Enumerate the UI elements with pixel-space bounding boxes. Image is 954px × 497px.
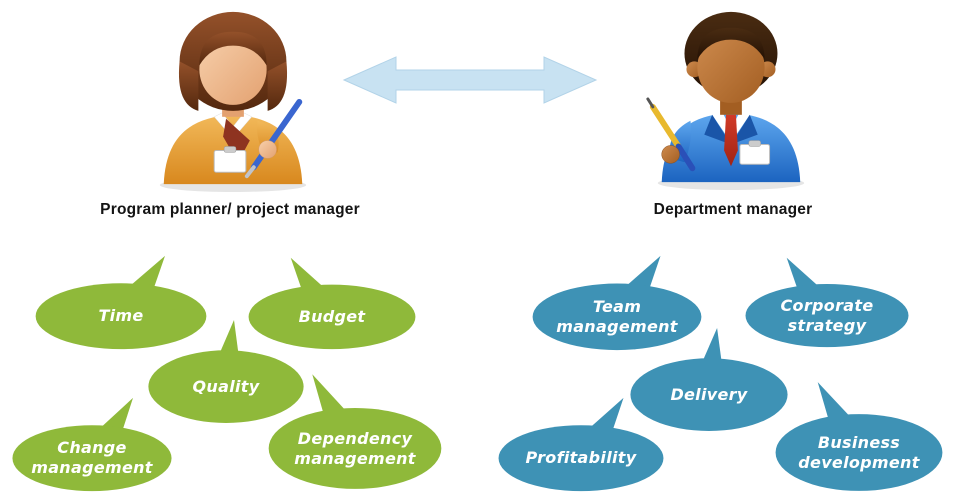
bubble-dependency-management-label: Dependency management (294, 428, 416, 468)
bubble-business-development-label: Business development (798, 432, 920, 472)
male-person-icon (646, 11, 805, 190)
program-manager-label: Program planner/ project manager (100, 201, 360, 218)
department-manager-figure (634, 4, 824, 190)
bubble-team-management-label: Team management (556, 297, 678, 337)
bubble-dependency-management: Dependency management (266, 372, 444, 490)
bubble-quality-label: Quality (192, 376, 260, 396)
bubble-profitability-label: Profitability (525, 448, 637, 468)
bubble-corporate-strategy: Corporate strategy (743, 256, 911, 348)
program-manager-figure (138, 6, 328, 192)
bubble-business-development: Business development (773, 380, 945, 492)
bubble-team-management: Team management (530, 254, 704, 351)
bubble-profitability: Profitability (496, 396, 666, 492)
bubble-change-management: Change management (10, 396, 174, 492)
bubble-budget-label: Budget (298, 307, 366, 327)
bubble-time: Time (33, 254, 209, 350)
female-person-icon (159, 11, 307, 192)
bubble-corporate-strategy-label: Corporate strategy (780, 295, 874, 335)
bubble-change-management-label: Change management (31, 438, 153, 478)
two-way-arrow-icon (342, 52, 598, 108)
bubble-delivery-label: Delivery (670, 384, 748, 404)
bubble-quality: Quality (146, 318, 306, 424)
bubble-budget: Budget (246, 256, 418, 350)
bubble-delivery: Delivery (628, 326, 790, 432)
bubble-time-label: Time (98, 306, 144, 326)
department-manager-label: Department manager (653, 201, 813, 218)
